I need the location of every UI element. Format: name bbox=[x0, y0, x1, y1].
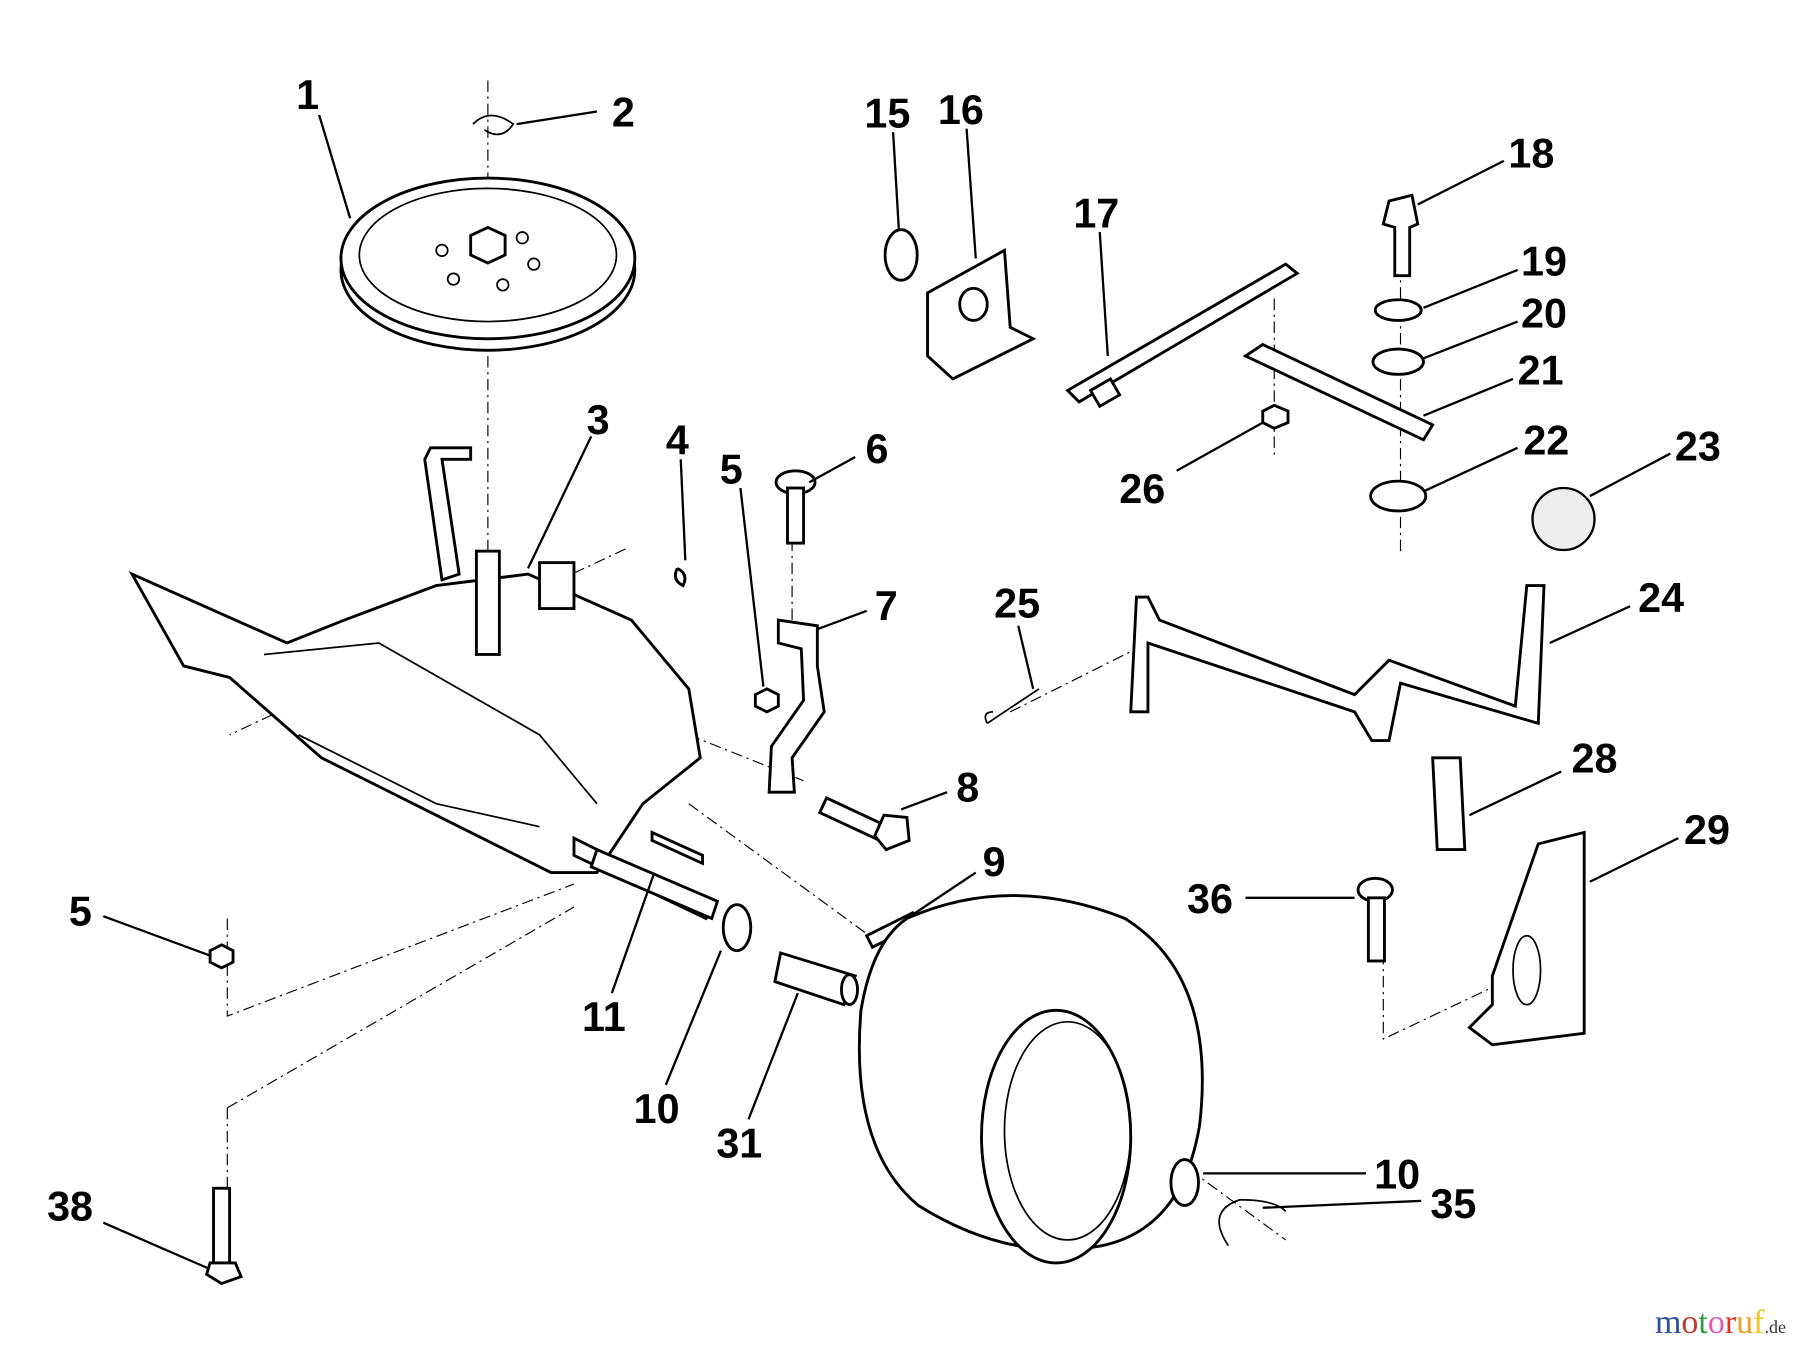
callout-4: 4 bbox=[666, 418, 689, 464]
callout-5: 5 bbox=[69, 888, 92, 934]
key bbox=[673, 567, 687, 588]
watermark-logo: motoruf.de bbox=[1654, 1304, 1786, 1341]
cotter-pin bbox=[984, 688, 1040, 725]
screw bbox=[1356, 876, 1394, 963]
axle bbox=[589, 847, 720, 921]
bolt bbox=[1381, 193, 1420, 278]
bracket bbox=[767, 618, 826, 794]
callout-6: 6 bbox=[866, 426, 889, 472]
carriage-bolt bbox=[774, 469, 817, 545]
washer bbox=[1169, 1158, 1200, 1207]
key-stock bbox=[650, 830, 704, 866]
nut bbox=[753, 687, 780, 714]
callout-11: 11 bbox=[582, 994, 626, 1040]
callout-29: 29 bbox=[1684, 807, 1730, 853]
spacer bbox=[773, 951, 859, 1007]
wheel bbox=[857, 894, 1204, 1265]
callout-24: 24 bbox=[1638, 575, 1684, 621]
callout-5: 5 bbox=[720, 446, 743, 492]
callout-labels: 1 2 3 4 5 6 7 8 9 10 11 31 38 5 15 16 17… bbox=[47, 72, 1730, 1229]
lockwasher bbox=[1373, 298, 1423, 322]
callout-22: 22 bbox=[1523, 418, 1569, 464]
callout-35: 35 bbox=[1430, 1181, 1476, 1227]
washer bbox=[721, 903, 753, 953]
callout-10: 10 bbox=[1374, 1151, 1420, 1197]
callout-19: 19 bbox=[1521, 239, 1567, 285]
callout-23: 23 bbox=[1675, 423, 1721, 469]
callout-3: 3 bbox=[587, 397, 610, 443]
clip bbox=[472, 114, 515, 136]
hex-bolt bbox=[817, 796, 911, 852]
callout-38: 38 bbox=[47, 1183, 93, 1229]
callout-25: 25 bbox=[994, 581, 1040, 627]
washer bbox=[1371, 347, 1425, 376]
callout-1: 1 bbox=[296, 72, 319, 118]
knob bbox=[1531, 486, 1596, 552]
callout-20: 20 bbox=[1521, 290, 1567, 336]
washer bbox=[883, 228, 919, 282]
callout-18: 18 bbox=[1508, 131, 1554, 177]
support-bracket bbox=[1467, 830, 1586, 1047]
retaining-clip bbox=[1218, 1198, 1287, 1247]
callout-2: 2 bbox=[612, 89, 635, 135]
callout-9: 9 bbox=[983, 839, 1006, 885]
callout-31: 31 bbox=[716, 1120, 762, 1166]
callout-7: 7 bbox=[875, 583, 898, 629]
plate bbox=[1242, 342, 1435, 442]
lever bbox=[1129, 584, 1546, 742]
callout-36: 36 bbox=[1187, 876, 1233, 922]
extension-spring bbox=[1431, 756, 1467, 852]
callout-21: 21 bbox=[1518, 348, 1564, 394]
transaxle bbox=[128, 446, 714, 921]
washer bbox=[1369, 479, 1428, 513]
callout-10: 10 bbox=[634, 1086, 680, 1132]
pulley bbox=[339, 176, 637, 352]
leader-lines bbox=[102, 110, 1679, 1270]
callout-16: 16 bbox=[938, 87, 984, 133]
nut bbox=[208, 943, 235, 970]
callout-15: 15 bbox=[864, 91, 910, 137]
callout-17: 17 bbox=[1073, 190, 1119, 236]
callout-26: 26 bbox=[1119, 466, 1165, 512]
callout-8: 8 bbox=[956, 764, 979, 810]
callout-28: 28 bbox=[1572, 736, 1618, 782]
control-rod bbox=[1065, 262, 1300, 409]
bolt bbox=[204, 1186, 243, 1286]
nut bbox=[1261, 403, 1290, 430]
